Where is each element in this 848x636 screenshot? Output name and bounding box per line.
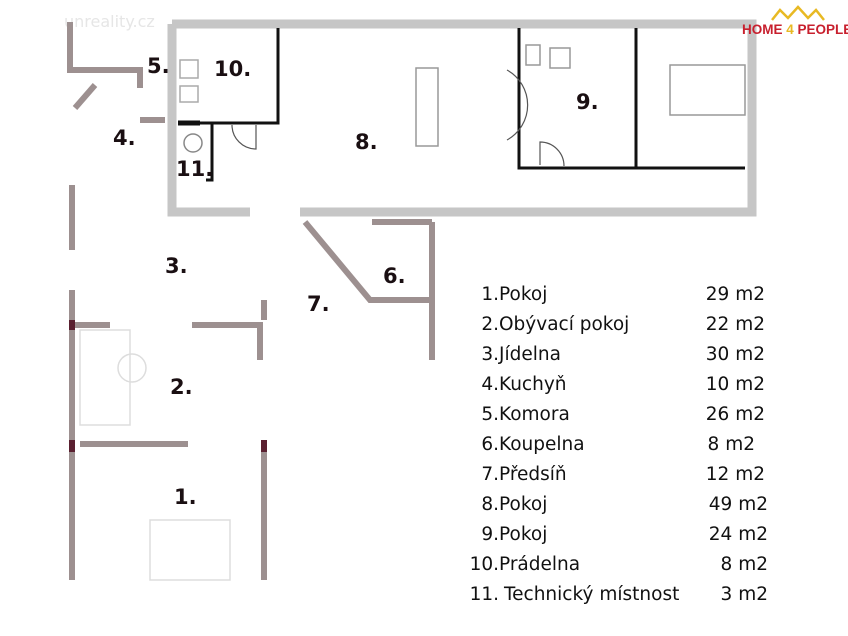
legend-num: 8. xyxy=(481,494,499,515)
room-label-11: 11. xyxy=(176,157,214,181)
old-building-walls xyxy=(67,22,435,580)
legend-area: 29 m2 xyxy=(705,284,765,305)
doors xyxy=(231,69,565,167)
legend-row: 6.Koupelna 8 m2 xyxy=(460,434,765,464)
legend-num: 6. xyxy=(481,434,499,455)
new-building-outer-wall xyxy=(167,19,757,217)
legend-area: 30 m2 xyxy=(705,344,765,365)
room-label-9: 9. xyxy=(576,90,599,114)
legend-area: 26 m2 xyxy=(705,404,765,425)
legend-name: Prádelna xyxy=(499,554,581,575)
room-label-6: 6. xyxy=(383,264,406,288)
legend-num: 10. xyxy=(469,554,499,575)
legend-row: 9.Pokoj 24 m2 xyxy=(460,524,768,554)
legend-area: 3 m2 xyxy=(720,584,768,605)
legend-area: 8 m2 xyxy=(707,434,755,455)
room-label-10: 10. xyxy=(214,57,252,81)
legend-num: 4. xyxy=(481,374,499,395)
legend-num: 1. xyxy=(481,284,499,305)
legend-num: 7. xyxy=(481,464,499,485)
legend-num: 5. xyxy=(481,404,499,425)
legend-row: 7.Předsíň 12 m2 xyxy=(460,464,765,494)
room-label-5: 5. xyxy=(147,54,170,78)
legend-area: 8 m2 xyxy=(720,554,768,575)
legend-row: 2.Obývací pokoj 22 m2 xyxy=(460,314,765,344)
legend-area: 12 m2 xyxy=(705,464,765,485)
legend-name: Technický místnost xyxy=(504,584,680,605)
home4people-logo: HOME 4 PEOPLE xyxy=(742,4,848,37)
logo-text-4: 4 xyxy=(786,22,794,37)
legend-name: Obývací pokoj xyxy=(499,314,630,335)
legend-name: Pokoj xyxy=(499,494,548,515)
legend-row: 1.Pokoj 29 m2 xyxy=(460,284,765,314)
legend-name: Pokoj xyxy=(499,284,548,305)
legend-name: Pokoj xyxy=(499,524,548,545)
room-label-8: 8. xyxy=(355,130,378,154)
legend-name: Komora xyxy=(499,404,570,425)
legend-name: Kuchyň xyxy=(499,374,567,395)
room-label-1: 1. xyxy=(174,485,197,509)
legend-row: 5.Komora 26 m2 xyxy=(460,404,765,434)
legend-row: 10.Prádelna 8 m2 xyxy=(460,554,768,584)
legend-area: 49 m2 xyxy=(708,494,768,515)
furniture xyxy=(79,44,746,581)
legend-name: Koupelna xyxy=(499,434,585,455)
legend-num: 9. xyxy=(481,524,499,545)
room-label-3: 3. xyxy=(165,254,188,278)
house-crown-icon xyxy=(771,5,825,21)
legend-num: 11. xyxy=(469,584,499,605)
room-label-4: 4. xyxy=(113,126,136,150)
logo-text-people: PEOPLE xyxy=(793,22,848,37)
legend-row: 8.Pokoj 49 m2 xyxy=(460,494,768,524)
legend-area: 22 m2 xyxy=(705,314,765,335)
legend-row: 11.Technický místnost 3 m2 xyxy=(460,584,768,614)
legend-area: 24 m2 xyxy=(708,524,768,545)
room-label-7: 7. xyxy=(307,292,330,316)
logo-text-home: HOME xyxy=(742,22,787,37)
legend-num: 3. xyxy=(481,344,499,365)
old-building-dark-marks xyxy=(69,320,267,452)
legend-row: 4.Kuchyň 10 m2 xyxy=(460,374,765,404)
legend-num: 2. xyxy=(481,314,499,335)
legend-name: Jídelna xyxy=(499,344,561,365)
new-building-inner-walls xyxy=(178,28,745,182)
legend-row: 3.Jídelna 30 m2 xyxy=(460,344,765,374)
watermark: unreality.cz xyxy=(64,12,155,31)
legend-area: 10 m2 xyxy=(705,374,765,395)
legend-name: Předsíň xyxy=(499,464,567,485)
room-label-2: 2. xyxy=(170,375,193,399)
